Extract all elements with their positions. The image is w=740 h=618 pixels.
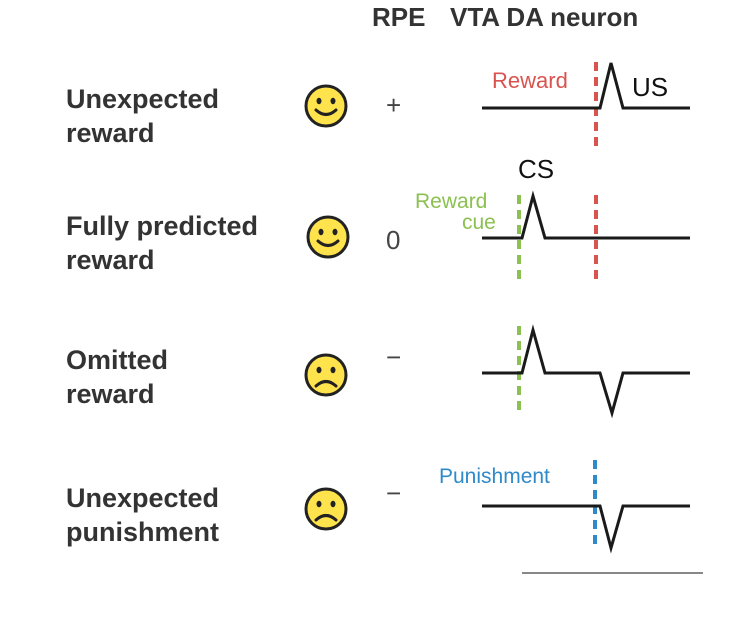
- row-label-unexpected-reward: Unexpected reward: [66, 82, 219, 150]
- rpe-value-row4: −: [386, 478, 402, 508]
- row1-line1: Unexpected: [66, 84, 220, 114]
- header-rpe: RPE: [372, 2, 426, 32]
- row4-line1: Unexpected: [66, 483, 220, 513]
- row2-line1: Fully predicted: [66, 211, 259, 241]
- row3-line1: Omitted: [66, 345, 169, 375]
- sad-face-icon: [304, 487, 348, 531]
- trace-row4: [482, 504, 690, 554]
- row3-line2: reward: [66, 379, 155, 409]
- row-label-omitted-reward: Omitted reward: [66, 343, 168, 411]
- label-reward-cue-line1: Reward: [415, 190, 487, 213]
- trace-row1: [482, 62, 690, 110]
- rpe-value-row3: −: [386, 342, 402, 372]
- label-cs: CS: [518, 154, 554, 184]
- trace-row2: [482, 190, 690, 240]
- row4-line2: punishment: [66, 517, 219, 547]
- label-reward: Reward: [492, 68, 568, 93]
- label-us: US: [632, 72, 668, 102]
- happy-face-icon: [304, 84, 348, 128]
- trace-row3: [482, 324, 690, 419]
- row-label-unexpected-punishment: Unexpected punishment: [66, 481, 219, 549]
- row2-line2: reward: [66, 245, 155, 275]
- rpe-value-row1: +: [386, 90, 402, 120]
- row-label-fully-predicted-reward: Fully predicted reward: [66, 209, 258, 277]
- sad-face-icon: [304, 353, 348, 397]
- header-vta-da-neuron: VTA DA neuron: [450, 2, 639, 32]
- label-punishment: Punishment: [439, 465, 550, 488]
- label-reward-cue-line2: cue: [462, 211, 496, 234]
- row1-line2: reward: [66, 118, 155, 148]
- rpe-value-row2: 0: [386, 225, 401, 255]
- happy-face-icon: [306, 215, 350, 259]
